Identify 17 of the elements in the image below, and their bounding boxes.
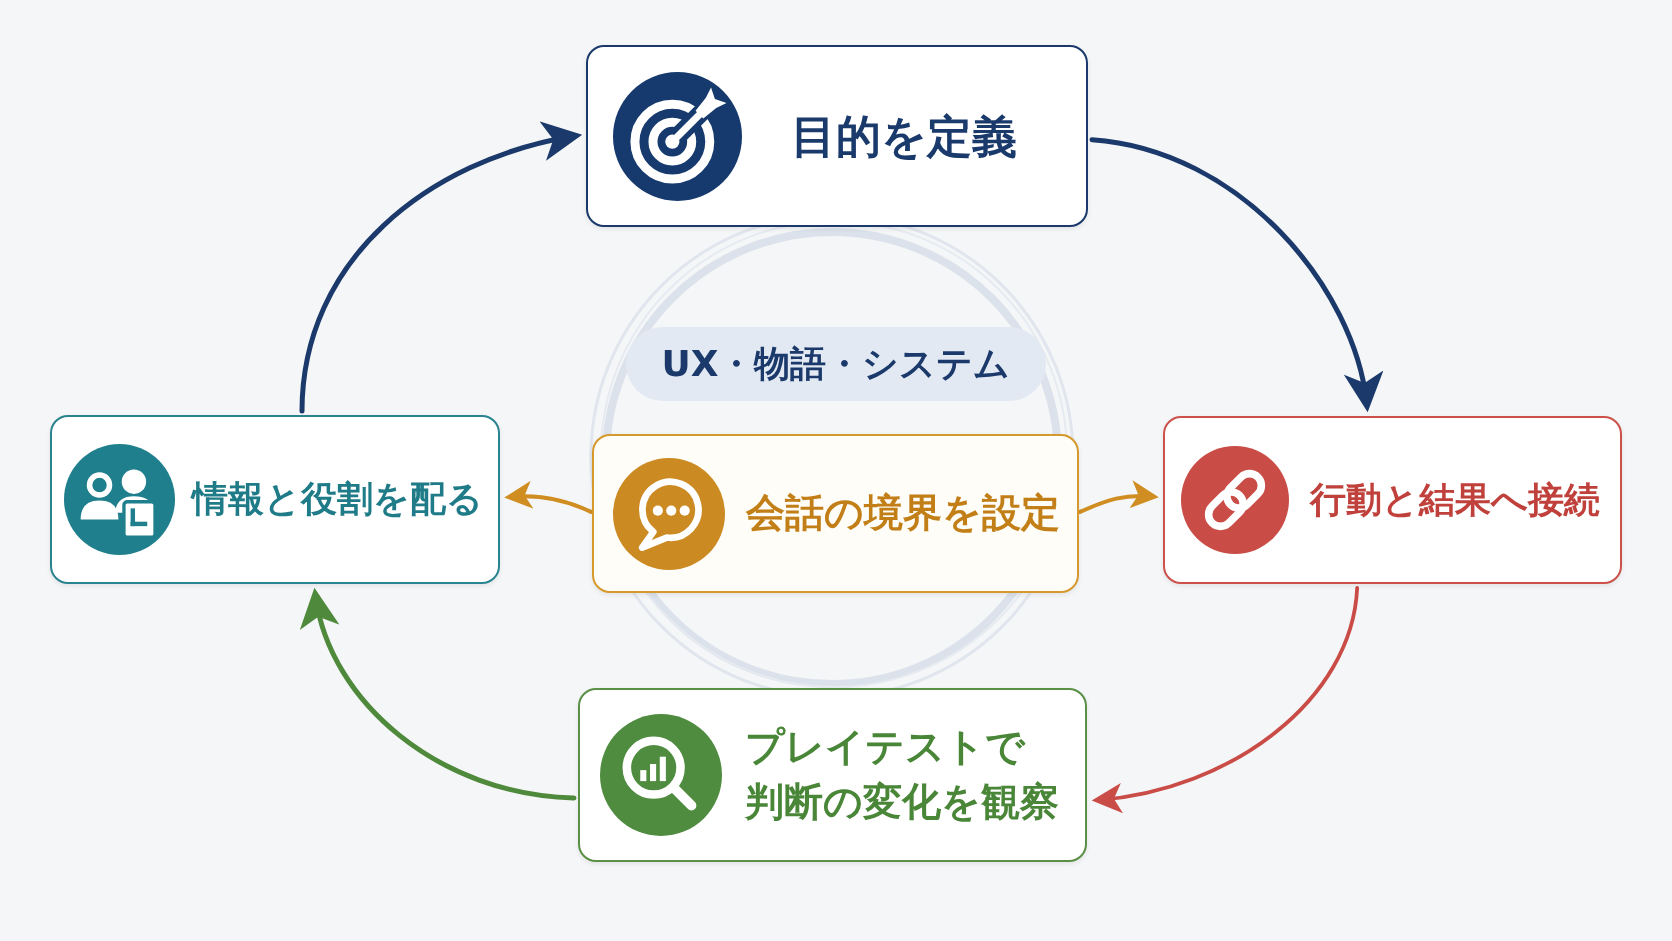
arrow — [299, 122, 583, 414]
arrow — [1078, 480, 1159, 514]
step-box — [586, 45, 1088, 227]
step-title: プレイテストで判断の変化を観察 — [745, 723, 1060, 826]
step-box — [50, 415, 500, 584]
step-box — [592, 434, 1079, 593]
topic-pill: UX・物語・システム — [626, 327, 1046, 401]
arrow — [504, 481, 593, 514]
step-title: 行動と結果へ接続 — [1310, 477, 1600, 522]
arrow — [302, 587, 577, 801]
step-title: 目的を定義 — [791, 108, 1017, 165]
step-box — [1163, 416, 1622, 584]
step-title: 情報と役割を配る — [192, 477, 483, 522]
arrow — [1089, 137, 1382, 413]
step-title: 会話の境界を設定 — [746, 489, 1060, 538]
arrow — [1091, 586, 1360, 813]
step-box — [578, 688, 1087, 862]
